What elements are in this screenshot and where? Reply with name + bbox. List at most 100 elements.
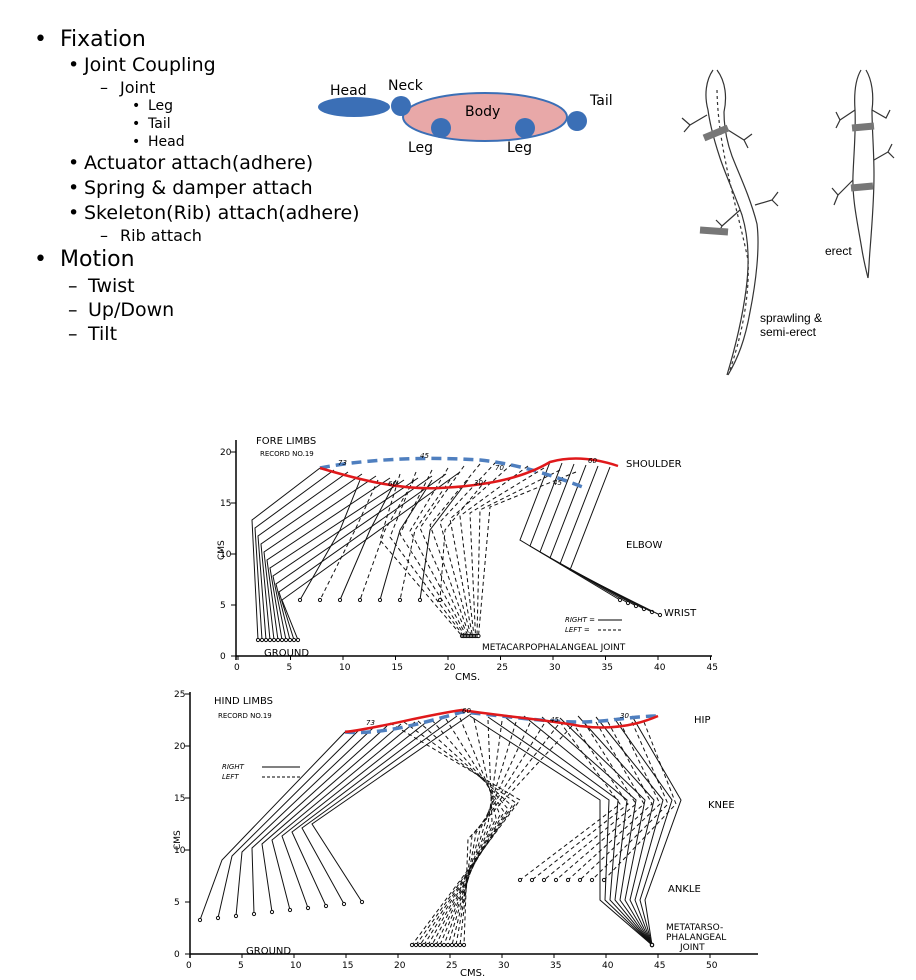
hind-limb-stroke	[505, 717, 653, 946]
fore-limb-node	[476, 633, 481, 639]
hind-limb-strokes	[197, 713, 682, 948]
outline-item-joint-coupling: •Joint Coupling	[68, 54, 216, 76]
hind-limb-node	[445, 942, 451, 948]
fore-x-tick-label: 45	[707, 663, 718, 673]
fore-x-tick-label: 10	[339, 663, 351, 673]
hind-limb-stroke	[417, 720, 513, 946]
hind-limb-node	[233, 913, 239, 919]
fore-limb-stroke	[439, 479, 487, 601]
fore-limb-stroke	[569, 466, 661, 616]
hind-x-tick-label: 50	[706, 961, 718, 971]
hind-limb-stroke	[459, 724, 559, 946]
hind-limb-stroke	[595, 716, 664, 946]
hind-limb-node	[359, 899, 365, 905]
fore-limb-stroke	[519, 461, 621, 601]
hind-y-tick-label: 5	[174, 898, 180, 908]
hind-limb-node	[541, 877, 547, 883]
hind-limb-stroke	[447, 721, 517, 946]
hind-limb-stroke	[281, 719, 430, 909]
hind-limb-stroke	[403, 721, 517, 946]
hind-meta-label-2: PHALANGEAL	[666, 933, 726, 943]
fore-left-legend: LEFT =	[565, 626, 590, 634]
hind-limb-node	[215, 915, 221, 921]
hind-limb-stroke	[519, 721, 621, 881]
fore-limb-stroke	[379, 473, 463, 637]
hind-limb-node	[429, 942, 435, 948]
fore-limb-stroke	[478, 471, 577, 637]
outline-item-tail: •Tail	[132, 116, 171, 132]
hind-x-tick-label: 0	[186, 961, 192, 971]
hind-limb-node	[251, 911, 257, 917]
outline-item-motion: •Motion	[34, 247, 135, 272]
hind-limb-node	[461, 942, 467, 948]
fore-limb-node	[279, 637, 285, 643]
fore-limb-stroke	[476, 469, 561, 637]
fore-limb-node	[283, 637, 289, 643]
outline-item-rib: –Rib attach	[100, 226, 202, 245]
hind-limb-stroke	[435, 718, 497, 946]
fore-limb-node	[377, 597, 383, 603]
fore-limb-stroke	[263, 475, 377, 641]
hind-limb-node	[601, 877, 607, 883]
hind-limb-node	[589, 877, 595, 883]
fore-limb-node	[417, 597, 423, 603]
fore-limb-node	[263, 637, 269, 643]
hind-limb-node	[433, 942, 439, 948]
fore-left-shoulder-trace	[319, 456, 586, 490]
fore-x-tick-label: 5	[287, 663, 293, 673]
hind-limb-stroke	[631, 715, 682, 946]
hind-limb-stroke	[555, 721, 645, 881]
hind-limb-stroke	[217, 729, 360, 919]
fore-y-tick-label: 0	[220, 652, 226, 662]
hind-limb-stroke	[443, 720, 503, 946]
fore-limb-stroke	[299, 479, 361, 601]
fore-limb-stroke	[539, 463, 637, 607]
hind-right-legend: RIGHT	[222, 763, 245, 771]
fore-mark-7: 60	[588, 457, 597, 465]
hind-x-title: CMS.	[460, 968, 485, 979]
fore-limb-stroke	[319, 479, 379, 601]
fore-limb-stroke	[419, 479, 469, 601]
hind-x-tick-label: 45	[654, 961, 665, 971]
hind-meta-label-3: JOINT	[679, 943, 705, 953]
fore-limb-stroke	[529, 462, 629, 604]
hind-left-legend: LEFT	[222, 773, 239, 781]
hind-x-tick-label: 5	[238, 961, 244, 971]
hind-record: RECORD NO.19	[218, 712, 272, 720]
fore-limb-stroke	[278, 473, 447, 641]
hind-ground-label: GROUND	[246, 946, 291, 957]
hind-y-tick-label: 15	[174, 794, 185, 804]
hind-limb-node	[409, 942, 415, 948]
hind-limb-node	[449, 942, 455, 948]
outline-item-spring: •Spring & damper attach	[68, 177, 313, 199]
hind-x-tick-label: 35	[550, 961, 561, 971]
hind-limb-node	[453, 942, 459, 948]
hind-ankle-label: ANKLE	[668, 884, 701, 895]
outline-item-joint: –Joint	[100, 78, 156, 97]
fore-x-tick-label: 0	[234, 663, 240, 673]
hind-y-tick-label: 10	[174, 846, 186, 856]
outline-item-skeleton: •Skeleton(Rib) attach(adhere)	[68, 202, 360, 224]
hind-limb-node	[425, 942, 431, 948]
fore-limb-stroke	[359, 479, 415, 601]
hind-limb-node	[437, 942, 443, 948]
outline-item-tilt: –Tilt	[68, 323, 118, 345]
hind-limb-stroke	[577, 715, 655, 946]
fore-limb-stroke	[459, 465, 529, 637]
hind-limb-stroke	[541, 716, 653, 946]
fore-limb-stroke	[260, 473, 363, 641]
hind-limb-node	[305, 905, 311, 911]
fore-limb-node	[287, 637, 293, 643]
outline-item-twist: –Twist	[68, 275, 135, 297]
fore-limb-strokes	[251, 461, 663, 643]
outline-item-actuator: •Actuator attach(adhere)	[68, 152, 314, 174]
hind-limb-stroke	[531, 721, 629, 881]
fore-limb-node	[255, 637, 261, 643]
fore-limb-stroke	[257, 471, 349, 641]
fore-x-tick-label: 35	[602, 663, 613, 673]
hind-limb-stroke	[311, 713, 472, 903]
fore-x-tick-label: 40	[654, 663, 666, 673]
outline-item-head: •Head	[132, 134, 185, 150]
